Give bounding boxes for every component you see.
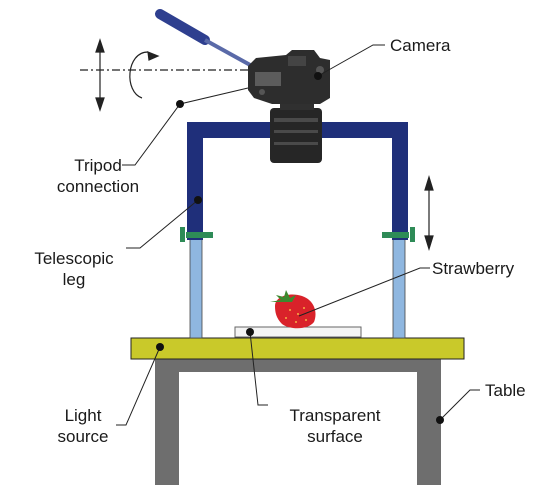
vertical-arrow-icon-left — [95, 38, 105, 112]
label-light-line2: source — [57, 427, 109, 446]
label-telescopic-leg: Telescopic leg — [28, 248, 120, 290]
telescopic-leg-right — [392, 227, 406, 339]
leader-lines — [116, 44, 480, 426]
frame-structure — [187, 122, 408, 240]
light-source-panel — [130, 337, 465, 360]
table-top — [155, 358, 440, 372]
label-camera: Camera — [390, 36, 451, 55]
vertical-arrow-icon-right — [424, 174, 434, 252]
clamp-left — [180, 227, 213, 242]
label-light-line1: Light — [64, 406, 102, 425]
strawberry-icon — [270, 290, 316, 329]
label-tripod-line1: Tripod — [74, 156, 122, 175]
label-telescopic-line2: leg — [62, 270, 86, 289]
label-light-source: Light source — [52, 405, 114, 447]
table-leg-left — [155, 358, 179, 485]
camera-icon — [155, 9, 330, 163]
label-telescopic-line1: Telescopic — [34, 249, 114, 268]
label-surface-line2: surface — [307, 427, 363, 446]
label-table: Table — [485, 381, 526, 400]
leader-dots — [156, 72, 444, 424]
label-tripod-line2: connection — [56, 177, 140, 196]
label-transparent-surface: Transparent surface — [270, 405, 400, 447]
telescopic-leg-left — [189, 227, 203, 339]
label-tripod: Tripod connection — [52, 155, 144, 197]
clamp-right — [382, 227, 415, 242]
label-strawberry: Strawberry — [432, 259, 515, 278]
label-surface-line1: Transparent — [289, 406, 381, 425]
rotation-arrow-icon — [80, 51, 248, 99]
